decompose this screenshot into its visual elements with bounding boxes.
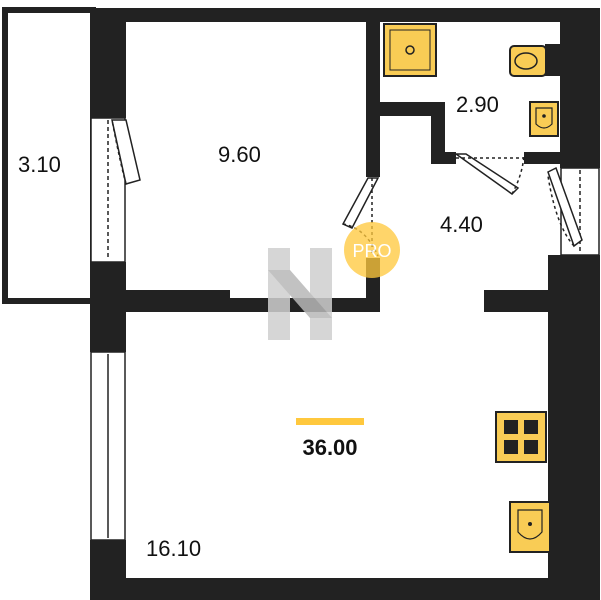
watermark-logo: PRO [268, 222, 400, 340]
door-bathroom [453, 153, 525, 195]
door-entrance [547, 166, 583, 248]
kitchen-sink-icon [509, 501, 551, 553]
room-area-hall: 4.40 [440, 212, 483, 237]
walls [90, 8, 600, 600]
door-balcony [111, 119, 141, 185]
bath-sink-icon [529, 101, 559, 137]
pro-badge-text: PRO [352, 241, 391, 261]
room-area-bedroom: 9.60 [218, 142, 261, 167]
room-area-living: 16.10 [146, 536, 201, 561]
total-area: 36.00 [302, 435, 357, 460]
fixtures [383, 23, 560, 553]
pro-badge [344, 222, 400, 278]
stove-icon [495, 411, 547, 463]
doors [111, 119, 583, 257]
toilet-icon [509, 44, 560, 77]
total-area-underline [296, 418, 364, 425]
windows [90, 117, 600, 541]
shower-icon [383, 23, 437, 77]
room-area-balcony: 3.10 [18, 152, 61, 177]
room-area-bathroom: 2.90 [456, 92, 499, 117]
